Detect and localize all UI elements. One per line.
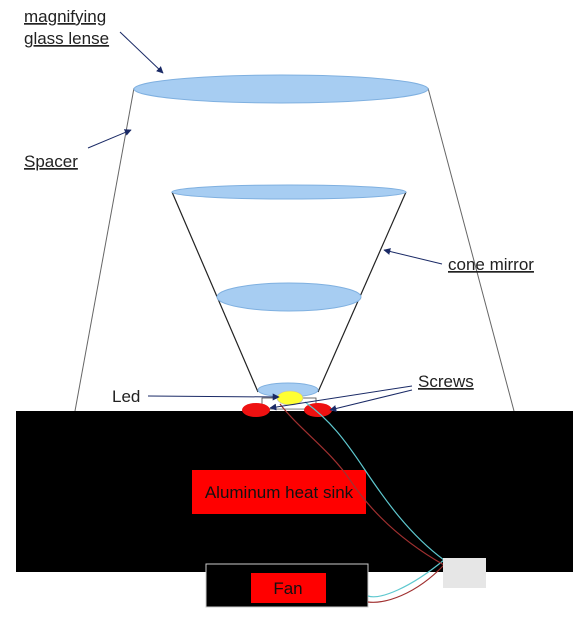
wire-red [279,403,445,603]
cone-mirror-middle-ellipse [216,282,362,312]
fan-label-box [251,573,326,603]
magnifying-glass-lens [133,74,429,104]
cone-mirror-outline [171,191,407,393]
label-spacer: Spacer [24,152,78,171]
label-led: Led [112,387,140,406]
label-magnifying-line1: magnifying [24,7,106,26]
led [276,390,304,406]
arrow-cone-mirror [383,248,443,265]
cone-mirror-top-ellipse [171,184,407,200]
label-magnifying-line2: glass lense [24,29,109,48]
arrow-lens [119,31,164,74]
label-fan: Fan [273,579,302,598]
screw-left [242,403,270,417]
arrow-screw-right [329,389,413,412]
label-heat-sink: Aluminum heat sink [205,483,354,502]
label-cone-mirror: cone mirror [448,255,534,274]
arrow-led [147,393,280,401]
arrow-spacer [87,129,132,149]
label-screws: Screws [418,372,474,391]
spacer-outline [74,87,515,412]
junction-box [443,558,486,588]
arrow-screw-left [269,385,413,411]
callout-arrows [87,31,443,412]
wire-cyan [304,401,445,598]
heat-sink-label-box [192,470,366,514]
